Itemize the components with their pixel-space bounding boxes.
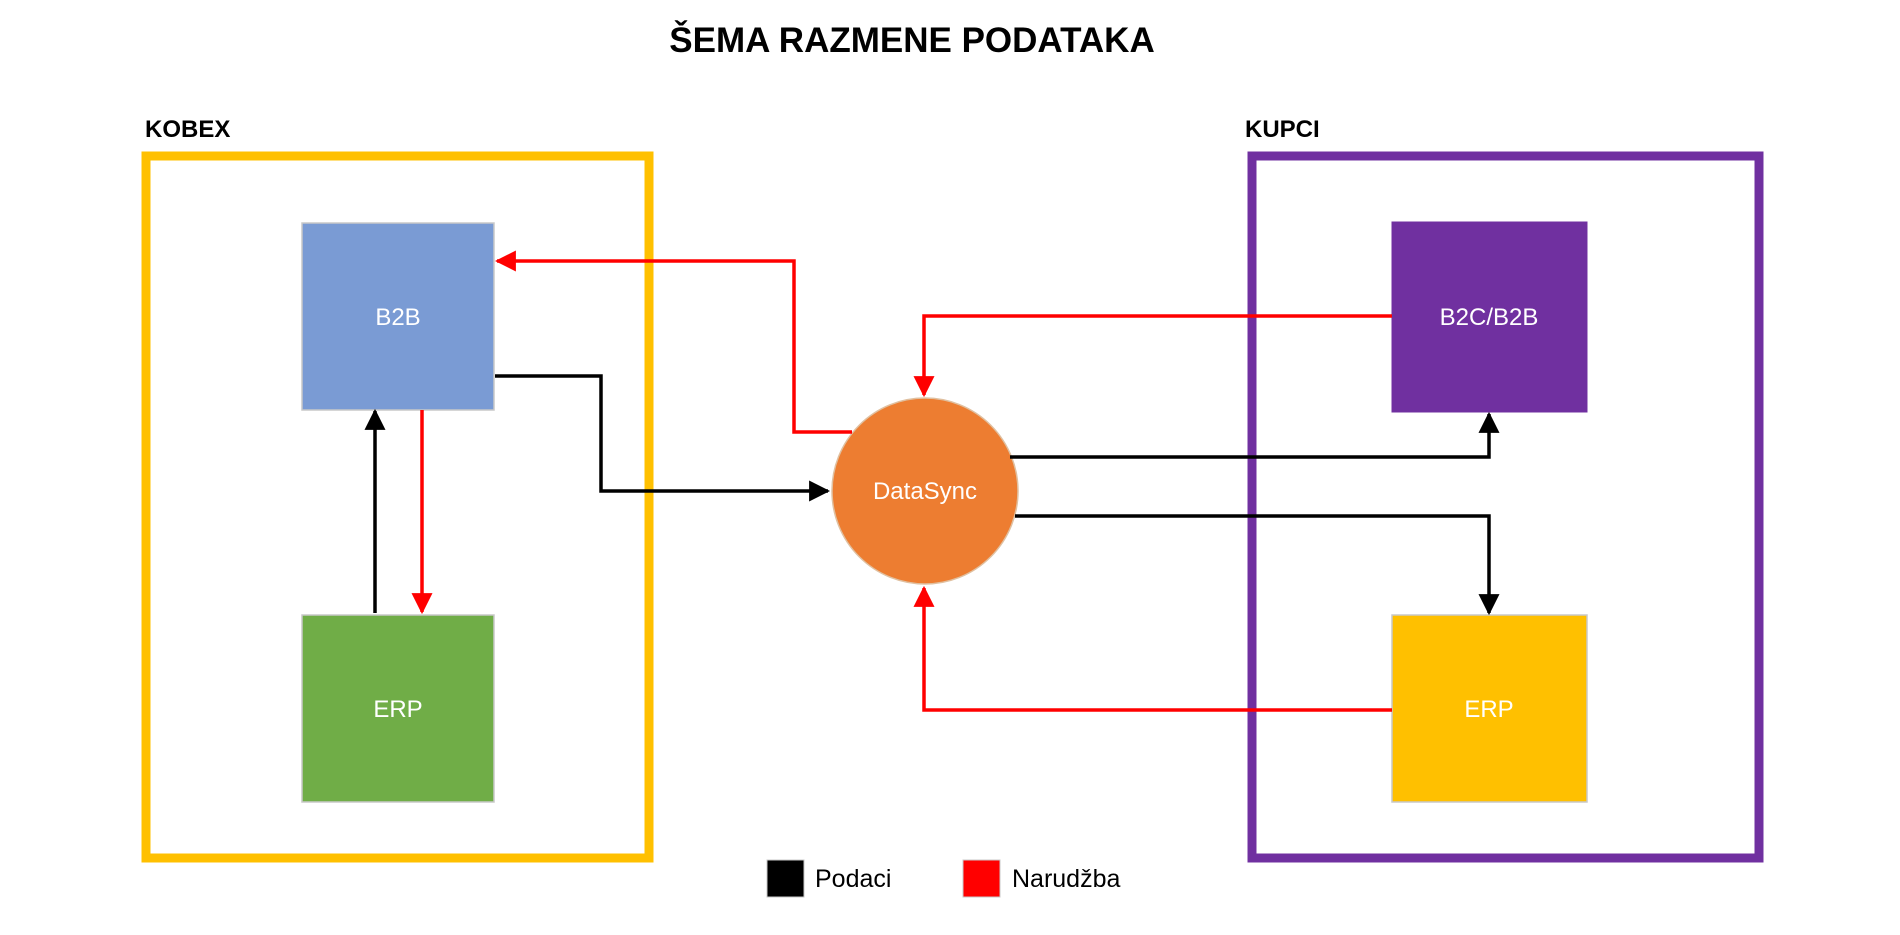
datasync-label: DataSync bbox=[873, 478, 977, 505]
kobex-erp-box bbox=[301, 614, 495, 803]
legend-label-narudzba: Narudžba bbox=[1012, 865, 1120, 893]
kupci-erp-node: ERP bbox=[1391, 614, 1588, 803]
kobex-erp-node: ERP bbox=[301, 614, 495, 803]
kupci-group-label: KUPCI bbox=[1245, 116, 1320, 143]
legend-label-podaci: Podaci bbox=[815, 865, 891, 893]
kobex-erp-label: ERP bbox=[373, 696, 422, 723]
legend-swatch-podaci bbox=[766, 859, 805, 898]
kobex-b2b-box bbox=[301, 222, 495, 411]
kobex-group-frame bbox=[141, 151, 654, 863]
flow-datasync-to-kupci-b2c-b2b bbox=[1010, 411, 1500, 459]
flow-datasync-to-kobex-b2b bbox=[494, 250, 852, 434]
diagram-title: ŠEMA RAZMENE PODATAKA bbox=[669, 20, 1154, 60]
flow-datasync-to-kupci-erp bbox=[1015, 514, 1500, 616]
legend: Podaci Narudžba bbox=[766, 859, 1120, 898]
legend-item-podaci: Podaci bbox=[766, 859, 891, 898]
kupci-erp-label: ERP bbox=[1464, 696, 1513, 723]
kobex-b2b-label: B2B bbox=[375, 304, 420, 331]
legend-item-narudzba: Narudžba bbox=[962, 859, 1120, 898]
kupci-group-frame bbox=[1247, 151, 1764, 863]
datasync-node: DataSync bbox=[831, 397, 1019, 585]
kobex-group-label: KOBEX bbox=[145, 116, 230, 143]
kobex-b2b-node: B2B bbox=[301, 222, 495, 411]
kupci-b2c-b2b-node: B2C/B2B bbox=[1391, 221, 1588, 413]
flow-kupci-b2c-b2b-to-datasync bbox=[913, 314, 1392, 398]
kupci-b2c-b2b-label: B2C/B2B bbox=[1440, 304, 1539, 331]
legend-swatch-narudzba bbox=[962, 859, 1001, 898]
flow-kobex-b2b-to-datasync bbox=[495, 374, 831, 502]
flow-kupci-erp-to-datasync bbox=[913, 585, 1392, 712]
datasync-circle bbox=[831, 397, 1019, 585]
